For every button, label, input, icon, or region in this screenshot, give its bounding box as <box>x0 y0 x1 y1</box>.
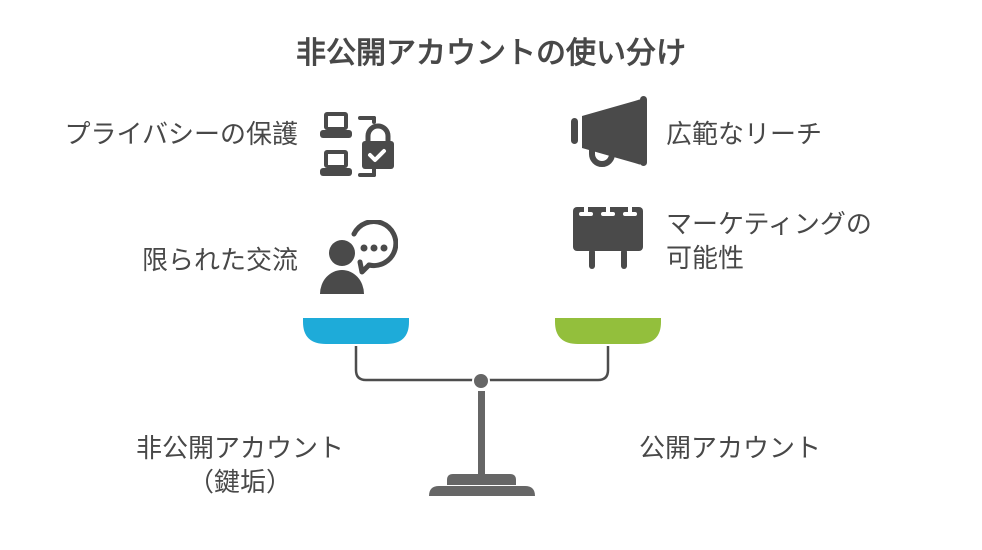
label-limited-interaction: 限られた交流 <box>141 246 298 276</box>
left-pan <box>303 318 409 344</box>
caption-private-line1: 非公開アカウント <box>135 434 344 464</box>
label-wide-reach: 広範なリーチ <box>666 120 823 150</box>
scale-base-lower <box>429 486 535 496</box>
label-privacy-protection: プライバシーの保護 <box>64 120 298 150</box>
caption-private-line2: （鍵垢） <box>187 468 292 498</box>
billboard-icon <box>573 204 643 269</box>
diagram-title: 非公開アカウントの使い分け <box>296 36 686 71</box>
label-marketing-potential: マーケティングの 可能性 <box>666 208 872 276</box>
privacy-lock-devices-icon <box>320 112 394 177</box>
scale-base-upper <box>447 474 516 485</box>
person-chat-icon <box>320 220 398 294</box>
scale-pivot <box>472 372 490 390</box>
right-pan <box>555 318 661 344</box>
label-marketing-line2: 可能性 <box>666 244 745 274</box>
caption-private-account: 非公開アカウント （鍵垢） <box>90 432 390 500</box>
label-marketing-line1: マーケティングの <box>666 210 872 240</box>
megaphone-icon <box>571 96 647 167</box>
scale-stem <box>478 391 485 474</box>
caption-public-account: 公開アカウント <box>638 434 821 464</box>
